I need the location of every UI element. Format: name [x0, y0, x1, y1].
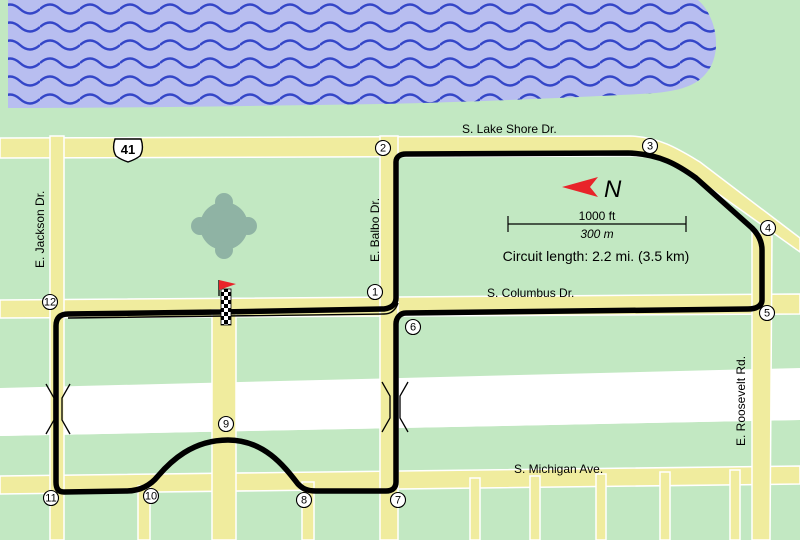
- turn-number: 5: [764, 308, 770, 320]
- turn-marker-2: 2: [374, 139, 392, 157]
- race-track: [53, 150, 765, 495]
- street-label-columbus: S. Columbus Dr.: [487, 286, 574, 300]
- turn-circle: [389, 491, 407, 509]
- street-label-balbo: E. Balbo Dr.: [368, 198, 382, 262]
- turn-marker-5: 5: [758, 304, 776, 322]
- turn-circle: [42, 489, 60, 507]
- turn-circle: [374, 139, 392, 157]
- fountain: [191, 193, 257, 259]
- turn-marker-8: 8: [295, 491, 313, 509]
- street-label-lake-shore: S. Lake Shore Dr.: [462, 122, 557, 136]
- turn-number: 1: [372, 287, 378, 299]
- turn-marker-7: 7: [389, 491, 407, 509]
- turn-number: 9: [223, 419, 229, 431]
- turn-circle: [142, 487, 160, 505]
- start-finish-line: [220, 288, 232, 326]
- road-michigan: [0, 465, 800, 495]
- north-arrow-icon: [562, 177, 598, 197]
- turn-circle: [641, 137, 659, 155]
- route-41-shield: 41: [112, 138, 144, 163]
- turn-number: 2: [380, 143, 386, 155]
- turn-circle: [404, 318, 422, 336]
- turn-number: 7: [395, 495, 401, 507]
- turn-number: 6: [410, 322, 416, 334]
- turn-circle: [758, 304, 776, 322]
- turn-circle: [759, 219, 777, 237]
- street-label-michigan: S. Michigan Ave.: [514, 462, 603, 476]
- route-41-label: 41: [121, 142, 135, 157]
- turn-circle: [217, 415, 235, 433]
- lake-waves: [8, 0, 717, 108]
- turn-number: 8: [301, 495, 307, 507]
- scale-bar: 1000 ft 300 m: [507, 209, 687, 241]
- turn-marker-1: 1: [366, 283, 384, 301]
- turn-number: 12: [44, 297, 56, 309]
- circuit-length: Circuit length: 2.2 mi. (3.5 km): [503, 248, 690, 264]
- compass: N: [562, 176, 622, 203]
- turn-marker-11: 11: [42, 489, 60, 507]
- turn-circle: [41, 293, 59, 311]
- turn-number: 10: [145, 491, 157, 503]
- turn-marker-4: 4: [759, 219, 777, 237]
- turn-number: 11: [45, 493, 56, 505]
- compass-label: N: [604, 176, 622, 203]
- turn-marker-10: 10: [142, 487, 160, 505]
- turn-circle: [366, 283, 384, 301]
- turn-marker-12: 12: [41, 293, 59, 311]
- turn-marker-3: 3: [641, 137, 659, 155]
- turn-number: 3: [647, 141, 653, 153]
- flag-icon: [219, 280, 236, 290]
- turn-marker-6: 6: [404, 318, 422, 336]
- pit-lane: [67, 302, 399, 319]
- scale-feet: 1000 ft: [579, 209, 616, 223]
- turn-marker-9: 9: [217, 415, 235, 433]
- turn-number: 4: [765, 223, 771, 235]
- street-label-roosevelt: E. Roosevelt Rd.: [734, 356, 748, 446]
- scale-meters: 300 m: [580, 227, 613, 241]
- street-label-jackson: E. Jackson Dr.: [33, 191, 47, 268]
- turn-circle: [295, 491, 313, 509]
